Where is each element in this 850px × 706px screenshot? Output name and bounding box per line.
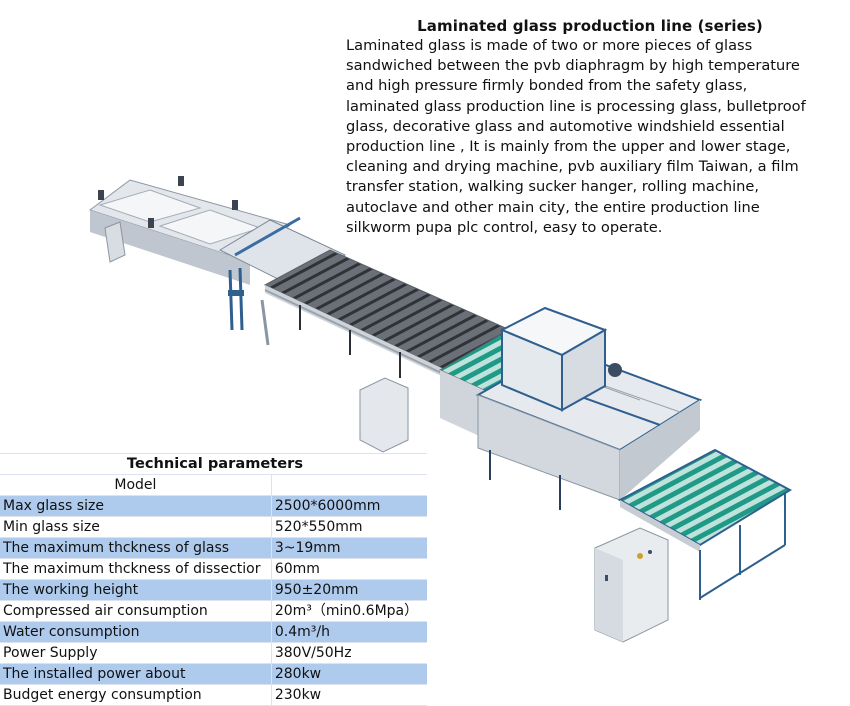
model-value [271, 474, 427, 496]
product-title: Laminated glass production line (series) [417, 17, 763, 35]
param-label: Min glass size [0, 516, 272, 538]
table-row: Compressed air consumption 20m³（min0.6Mp… [0, 600, 427, 622]
table-row: Max glass size 2500*6000mm [0, 495, 427, 517]
table-row: Water consumption 0.4m³/h [0, 621, 427, 643]
product-description-body: Laminated glass is made of two or more p… [346, 37, 806, 236]
table-row: Budget energy consumption 230kw [0, 684, 427, 706]
technical-parameters-table: Technical parameters Model Max glass siz… [0, 453, 427, 706]
param-label: Budget energy consumption [0, 684, 272, 706]
table-title: Technical parameters [0, 453, 427, 475]
param-label: The installed power about [0, 663, 272, 685]
table-row: The maximum thckness of glass 3~19mm [0, 537, 427, 559]
model-label: Model [0, 474, 272, 496]
param-label: The maximum thckness of dissectior [0, 558, 272, 580]
param-value: 20m³（min0.6Mpa） [271, 600, 427, 622]
param-value: 3~19mm [271, 537, 427, 559]
table-row: The maximum thckness of dissectior 60mm [0, 558, 427, 580]
table-row: The installed power about 280kw [0, 663, 427, 685]
param-value: 380V/50Hz [271, 642, 427, 664]
cleaning-drying-machine [475, 306, 703, 510]
param-value: 950±20mm [271, 579, 427, 601]
param-label: Max glass size [0, 495, 272, 517]
control-cabinet [594, 527, 669, 643]
param-value: 230kw [271, 684, 427, 706]
param-value: 0.4m³/h [271, 621, 427, 643]
table-row: Min glass size 520*550mm [0, 516, 427, 538]
table-row: Power Supply 380V/50Hz [0, 642, 427, 664]
param-label: Water consumption [0, 621, 272, 643]
param-value: 2500*6000mm [271, 495, 427, 517]
param-value: 60mm [271, 558, 427, 580]
param-label: The maximum thckness of glass [0, 537, 272, 559]
conveyor-section [263, 249, 512, 453]
model-row: Model [0, 474, 427, 496]
param-label: The working height [0, 579, 272, 601]
table-row: The working height 950±20mm [0, 579, 427, 601]
product-description: Laminated glass production line (series)… [346, 16, 826, 238]
param-value: 520*550mm [271, 516, 427, 538]
exit-roller-table [617, 448, 793, 600]
table-title-row: Technical parameters [0, 453, 427, 475]
param-value: 280kw [271, 663, 427, 685]
param-label: Compressed air consumption [0, 600, 272, 622]
param-label: Power Supply [0, 642, 272, 664]
